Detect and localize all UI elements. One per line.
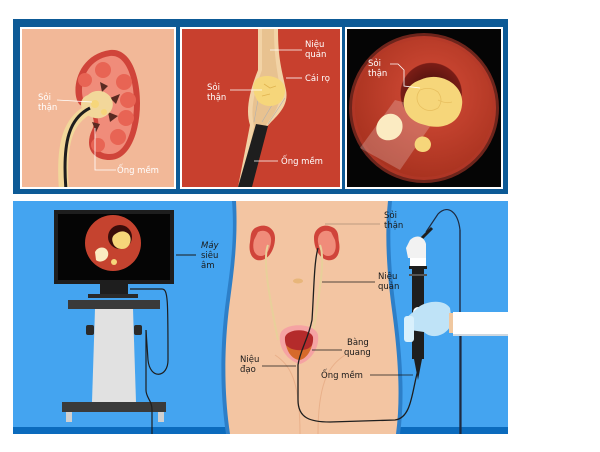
procedure-overview-panel: Máy siêu âm Sỏi thận Niệu quản Bàng quan… (13, 201, 508, 434)
flexible-scope (63, 106, 91, 187)
label-urethra-2: đạo (240, 365, 256, 375)
label-body-stone-2: thận (384, 221, 403, 231)
label-bladder-2: quang (344, 348, 371, 358)
label-basket: Cái rọ (305, 74, 330, 84)
label-monitor-1: Máy (201, 241, 220, 251)
endoscope-view-panel: Sỏi thận (345, 27, 503, 189)
label-scope-2: Ống mềm (281, 154, 323, 167)
label-kidney-stone-1: Sỏi (38, 92, 51, 103)
label-bladder-1: Bàng (347, 338, 369, 348)
kidney-stone-small (414, 136, 431, 152)
label-ureter-stone-1: Sỏi (207, 82, 220, 93)
label-body-stone-1: Sỏi (384, 210, 397, 221)
label-monitor-3: âm (201, 261, 215, 271)
label-body-ureter-1: Niệu (378, 271, 397, 282)
label-ureter-1: Niệu (305, 39, 324, 50)
ureter-panel: Niệu quản Cái rọ Sỏi thận Ống mềm (180, 27, 342, 189)
label-urethra-1: Niệu (240, 354, 259, 365)
label-kidney-stone-2: thận (38, 103, 57, 113)
patient-body (221, 201, 419, 434)
label-view-stone-2: thận (368, 69, 387, 79)
label-body-ureter-2: quản (378, 281, 399, 292)
gloved-hand (406, 301, 452, 337)
scope-camera-head (406, 236, 426, 258)
kidney-stone-fragment (376, 113, 403, 141)
label-body-scope: Ống mềm (321, 368, 363, 381)
label-ureter-2: quản (305, 49, 326, 60)
flexible-scope-path (297, 247, 419, 423)
sleeve (453, 312, 508, 336)
label-ureter-stone-2: thận (207, 93, 226, 103)
ureteroscope-device (404, 209, 508, 434)
kidney-stone (253, 76, 286, 106)
label-scope-1: Ống mềm (117, 163, 159, 176)
kidney-stone (91, 100, 99, 108)
kidney-panel: Sỏi thận Ống mềm (20, 27, 176, 189)
kidney-stone-large (403, 76, 463, 127)
flexible-scope (238, 124, 268, 187)
ultrasound-machine (54, 210, 174, 434)
label-view-stone-1: Sỏi (368, 58, 381, 69)
label-monitor-2: siêu (201, 250, 218, 261)
